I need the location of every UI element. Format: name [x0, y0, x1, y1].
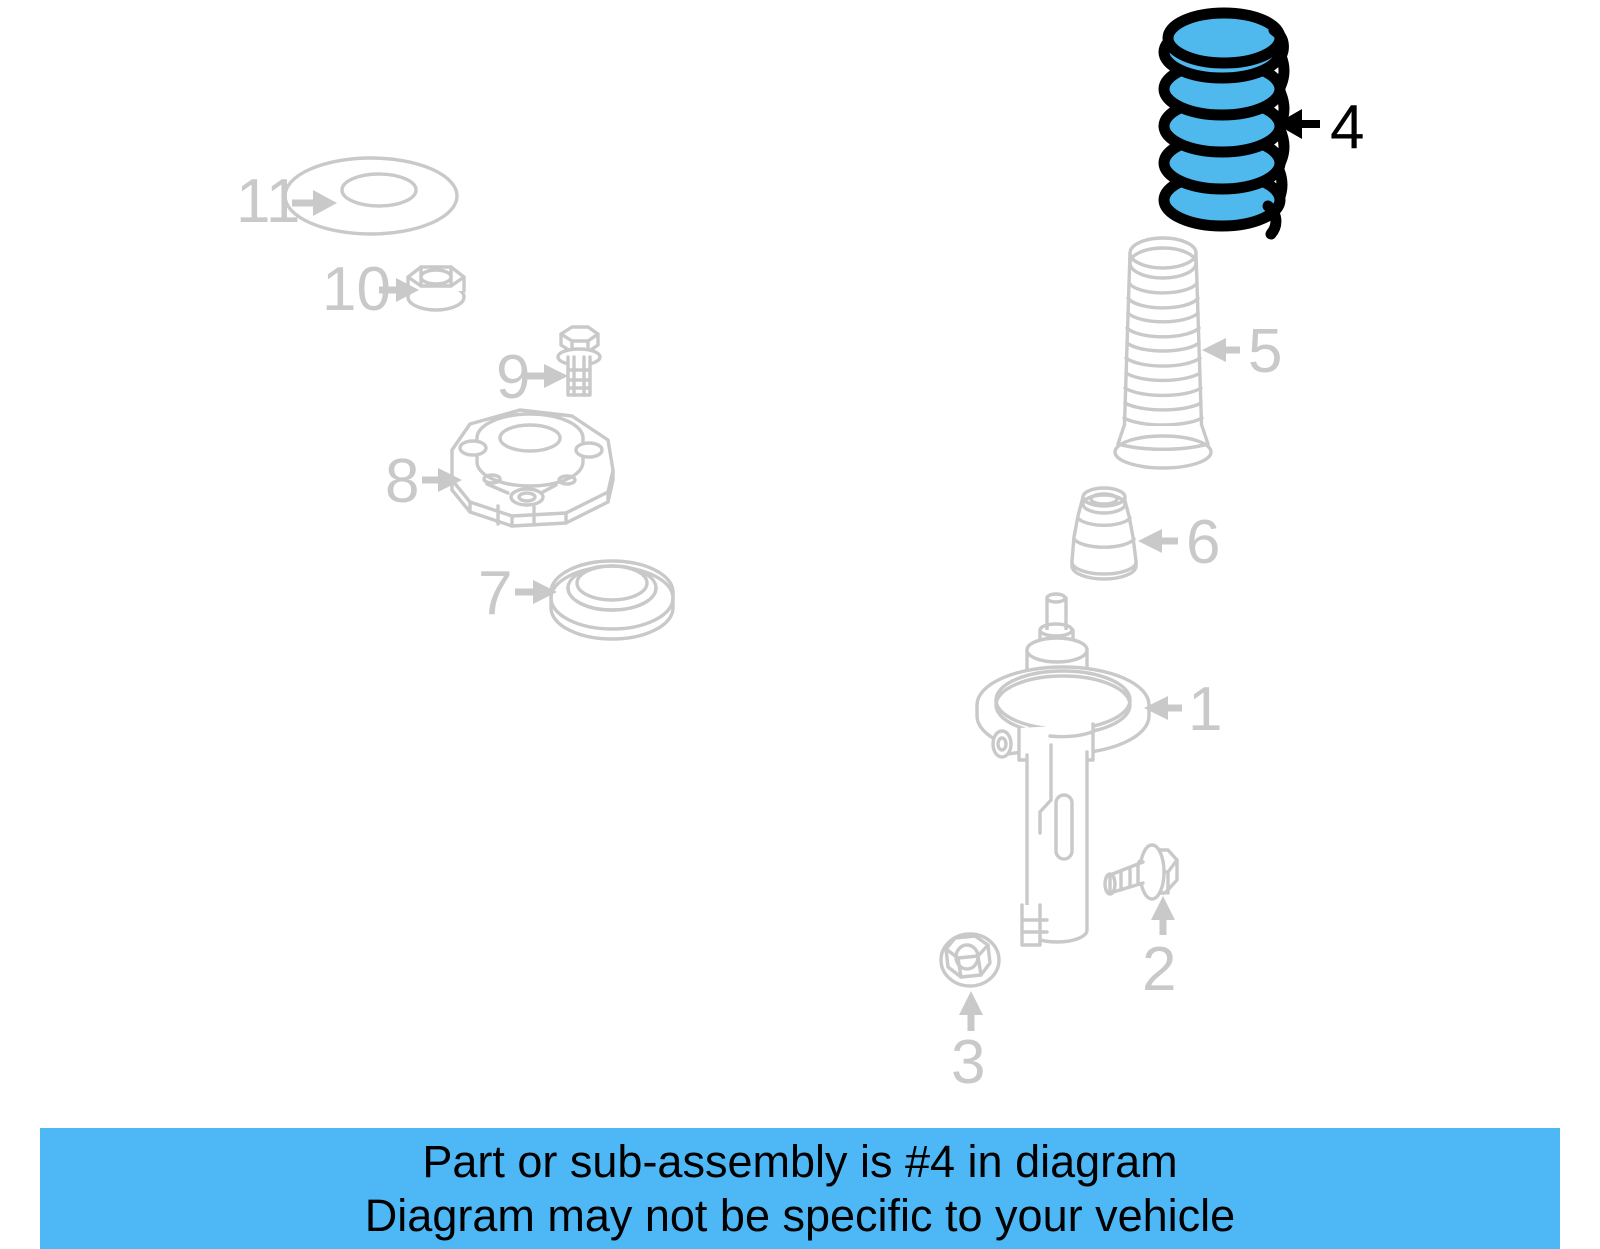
- callout-4-label: 4: [1330, 93, 1364, 162]
- callout-7-arrow: [515, 580, 557, 604]
- callout-6-label: 6: [1186, 508, 1220, 577]
- callout-6-arrow: [1138, 529, 1178, 553]
- callout-3-arrow: [959, 991, 983, 1031]
- callout-11-label: 11: [236, 167, 300, 236]
- callout-2-label: 2: [1142, 935, 1176, 1004]
- part-3-flange-nut: [939, 932, 1001, 988]
- callout-10-arrow: [379, 278, 419, 302]
- part-5-dust-boot: [1113, 236, 1213, 470]
- banner-line-2: Diagram may not be specific to your vehi…: [364, 1189, 1236, 1241]
- part-6-bump-stop: [1070, 486, 1138, 581]
- callout-1-arrow: [1144, 696, 1182, 720]
- callout-3-label: 3: [951, 1028, 985, 1097]
- callout-9-label: 9: [496, 343, 530, 412]
- callout-8-label: 8: [385, 447, 419, 516]
- callout-2-arrow: [1151, 896, 1175, 935]
- part-1-strut: [975, 592, 1151, 947]
- part-9-hex-bolt: [556, 325, 602, 397]
- callout-7-label: 7: [478, 559, 512, 628]
- callout-1-label: 1: [1188, 675, 1222, 744]
- info-banner: Part or sub-assembly is #4 in diagram Di…: [40, 1128, 1560, 1249]
- callout-10-label: 10: [322, 255, 391, 324]
- banner-line-1: Part or sub-assembly is #4 in diagram: [422, 1135, 1178, 1187]
- part-10-flange-nut: [406, 265, 466, 312]
- callout-5-label: 5: [1248, 317, 1282, 386]
- callout-9-arrow: [523, 364, 568, 388]
- callout-11-arrow: [292, 190, 337, 216]
- callout-8-arrow: [422, 468, 462, 492]
- part-8-strut-mount: [450, 408, 615, 528]
- callout-5-arrow: [1202, 338, 1240, 362]
- part-4-coil-spring: [1158, 7, 1290, 240]
- callout-4-arrow: [1276, 109, 1320, 139]
- part-7-bearing-ring: [549, 559, 675, 641]
- part-11-cap-washer: [283, 156, 459, 236]
- part-2-flange-bolt: [1103, 843, 1179, 901]
